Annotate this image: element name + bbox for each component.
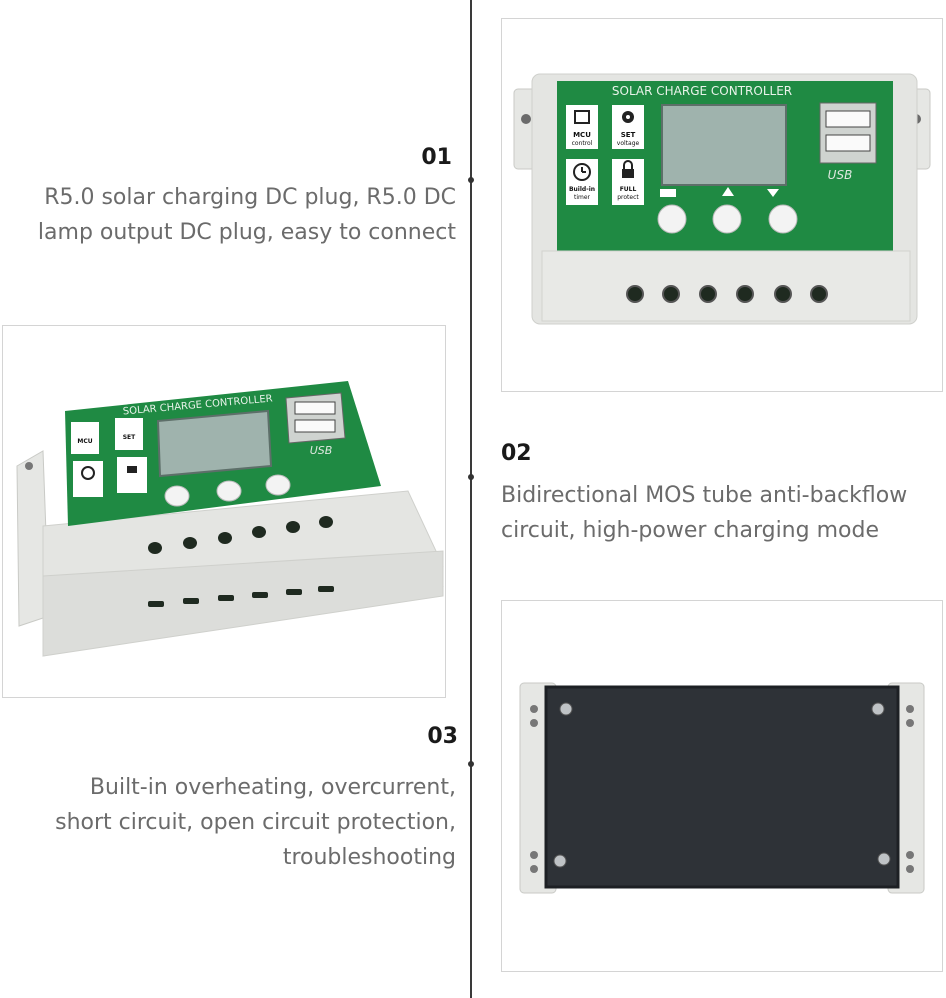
feature-number-03: 03 [427,724,458,749]
feature-line: Built-in overheating, overcurrent, [89,775,456,800]
feature-line: short circuit, open circuit protection, [55,810,456,835]
set-label-angled: SET [123,434,136,441]
feature-line: lamp output DC plug, easy to connect [37,220,456,245]
set-label: SET [621,131,636,139]
mcu-label: MCU [573,131,591,139]
usb-label-angled: USB [310,444,333,457]
device-title: SOLAR CHARGE CONTROLLER [612,84,792,98]
feature-line: circuit, high-power charging mode [501,518,879,543]
photo-back-view [501,600,943,972]
feature-description-02: Bidirectional MOS tube anti-backflow cir… [501,478,941,548]
full-label: FULL [620,186,637,193]
feature-number-02: 02 [501,441,532,466]
usb-label: USB [828,168,853,182]
timer-sublabel: timer [574,194,591,201]
full-sublabel: protect [617,194,639,201]
timeline-dot-2 [468,474,474,480]
feature-description-01: R5.0 solar charging DC plug, R5.0 DC lam… [0,180,456,250]
feature-line: Bidirectional MOS tube anti-backflow [501,483,908,508]
feature-number-01: 01 [421,145,452,170]
mcu-label-angled: MCU [77,438,92,445]
controller-front-illustration: SOLAR CHARGE CONTROLLER MCU control SET … [513,73,931,325]
controller-angled-illustration: SOLAR CHARGE CONTROLLER MCU SET USB [16,381,444,657]
timer-label: Build-in [569,186,595,193]
feature-line: R5.0 solar charging DC plug, R5.0 DC [44,185,456,210]
set-sublabel: voltage [617,140,640,147]
timeline-line [470,0,472,998]
timeline-dot-1 [468,177,474,183]
photo-front-view: SOLAR CHARGE CONTROLLER MCU control SET … [501,18,943,392]
photo-angled-view: SOLAR CHARGE CONTROLLER MCU SET USB [2,325,446,698]
controller-back-illustration [519,682,925,894]
timeline-dot-3 [468,761,474,767]
feature-description-03: Built-in overheating, overcurrent, short… [0,770,456,875]
feature-line: troubleshooting [282,845,456,870]
mcu-sublabel: control [572,140,593,147]
